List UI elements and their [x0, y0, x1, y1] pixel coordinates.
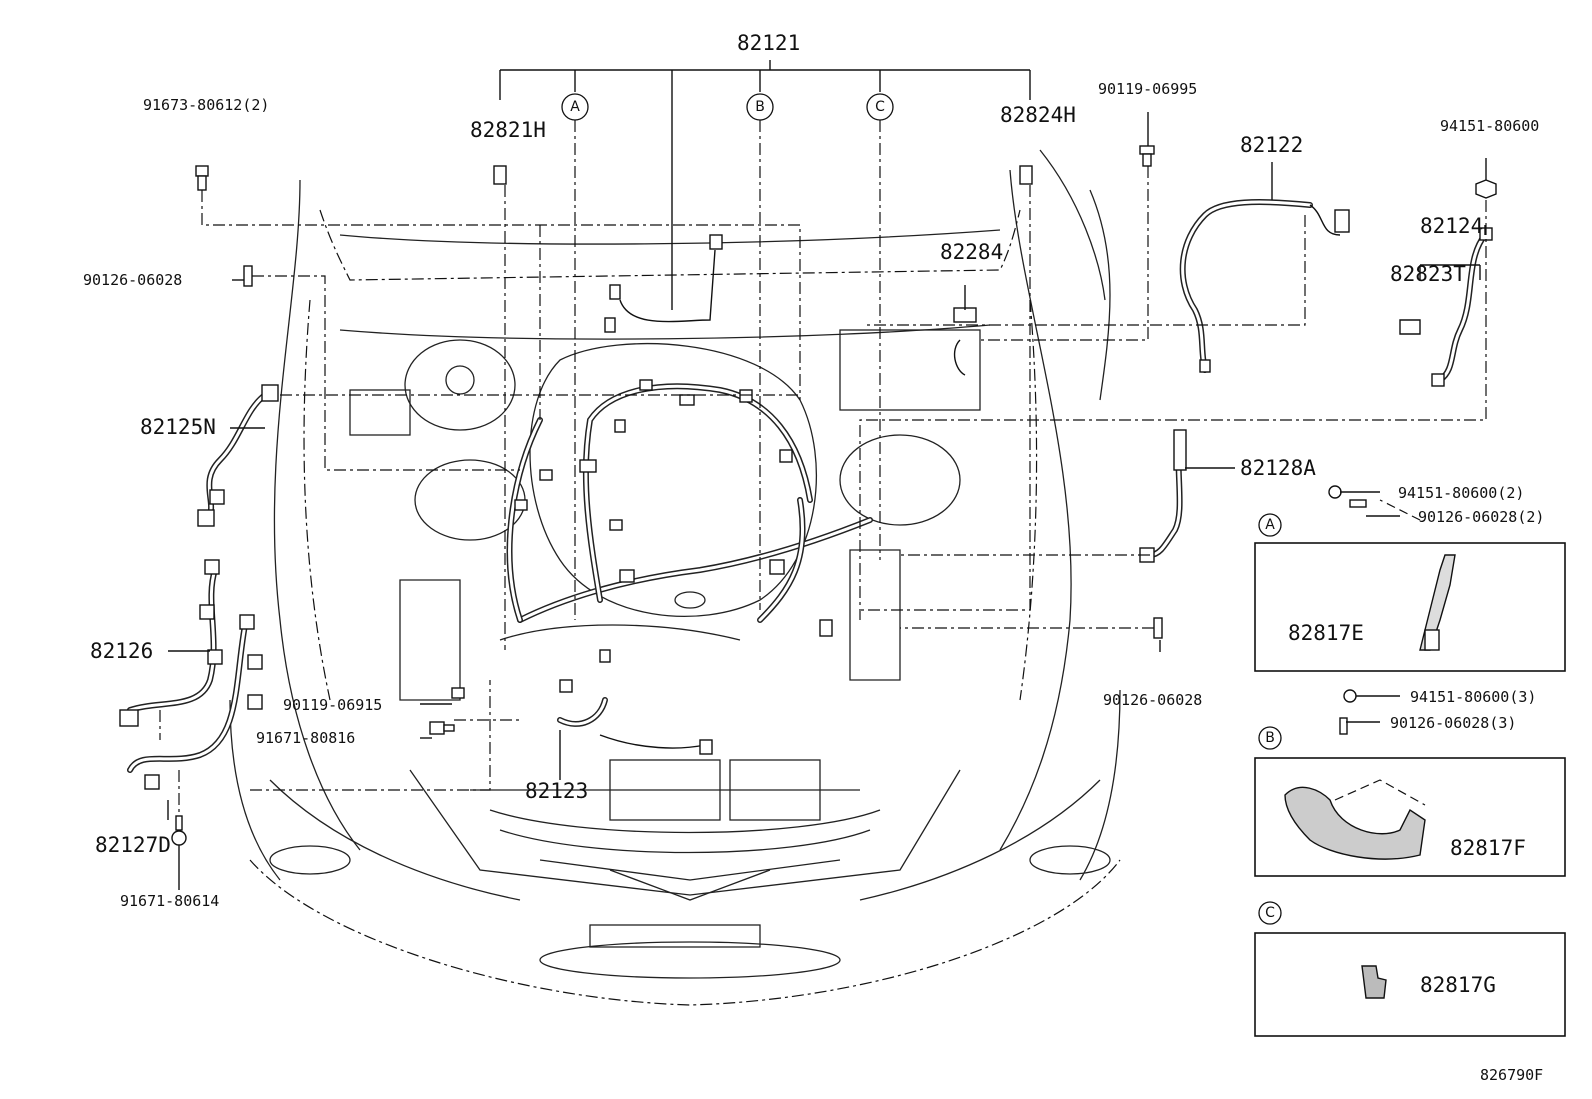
nut-b-icon [1339, 689, 1357, 735]
harness-82122 [1179, 199, 1350, 373]
harness-82128a [1139, 429, 1187, 563]
ref-circle-c-top: C [866, 93, 894, 121]
label-82821h: 82821H [470, 118, 546, 142]
harness-82123 [557, 649, 713, 755]
label-82124: 82124 [1420, 214, 1483, 238]
label-90119-06915: 90119-06915 [283, 696, 382, 714]
label-94151-80600-2: 94151-80600(2) [1398, 484, 1524, 502]
bolt-90126-left-icon [243, 265, 253, 287]
label-91671-80816: 91671-80816 [256, 729, 355, 747]
car-body-outline [229, 149, 1121, 1006]
ref-c-box-label: C [1265, 905, 1275, 921]
bolt-91671-80614-icon [171, 815, 187, 846]
label-90119-06995: 90119-06995 [1098, 80, 1197, 98]
label-82817e: 82817E [1288, 621, 1364, 645]
harness-82126 [119, 559, 223, 727]
diagram-id: 826790F [1480, 1066, 1543, 1084]
detail-box-b [1254, 757, 1566, 877]
bolt-91673-icon [195, 165, 209, 191]
ref-a-box-label: A [1265, 517, 1275, 533]
label-82126: 82126 [90, 639, 153, 663]
label-82123: 82123 [525, 779, 588, 803]
clip-82824h-icon [1019, 165, 1033, 185]
label-94151-80600: 94151-80600 [1440, 117, 1539, 135]
bolt-90119-06915-icon [451, 687, 465, 699]
label-82824h: 82824H [1000, 103, 1076, 127]
ref-circle-a-box: A [1258, 513, 1282, 537]
ref-circle-a-top: A [561, 93, 589, 121]
label-82823t: 82823T [1390, 262, 1466, 286]
label-82817f: 82817F [1450, 836, 1526, 860]
label-82284: 82284 [940, 240, 1003, 264]
label-94151-80600-3: 94151-80600(3) [1410, 688, 1536, 706]
label-90126-06028-left: 90126-06028 [83, 271, 182, 289]
ref-circle-c-box: C [1258, 901, 1282, 925]
ref-circle-b-top: B [746, 93, 774, 121]
label-90126-06028-2: 90126-06028(2) [1418, 508, 1544, 526]
harness-82125n [197, 384, 279, 527]
label-91673-80612: 91673-80612(2) [143, 96, 269, 114]
nut-94151-icon [1475, 179, 1497, 199]
ref-a-top-label: A [570, 99, 580, 115]
ref-b-top-label: B [755, 99, 765, 115]
fasteners [171, 145, 1497, 846]
label-82121: 82121 [737, 31, 800, 55]
main-harness-82121 [506, 234, 873, 637]
label-82127d: 82127D [95, 833, 171, 857]
harness-82124 [1399, 227, 1493, 387]
label-82125n: 82125N [140, 415, 216, 439]
ref-c-top-label: C [875, 99, 885, 115]
label-82122: 82122 [1240, 133, 1303, 157]
bolt-90126-right-icon [1153, 617, 1163, 639]
leader-lines [159, 60, 1487, 986]
clip-82821h-icon [493, 165, 507, 185]
label-90126-06028-3: 90126-06028(3) [1390, 714, 1516, 732]
harness-82127d [127, 614, 263, 790]
clamp-82284-icon [953, 307, 977, 376]
bolt-90119-06995-icon [1139, 145, 1155, 167]
ref-b-box-label: B [1265, 730, 1275, 746]
detail-box-a [1254, 542, 1566, 672]
label-91671-80614: 91671-80614 [120, 892, 219, 910]
detail-box-c [1254, 932, 1566, 1037]
label-90126-06028-right: 90126-06028 [1103, 691, 1202, 709]
ref-circle-b-box: B [1258, 726, 1282, 750]
nut-a-icon [1328, 485, 1367, 508]
label-82128a: 82128A [1240, 456, 1316, 480]
label-82817g: 82817G [1420, 973, 1496, 997]
bolt-91671-80816-icon [429, 721, 455, 735]
